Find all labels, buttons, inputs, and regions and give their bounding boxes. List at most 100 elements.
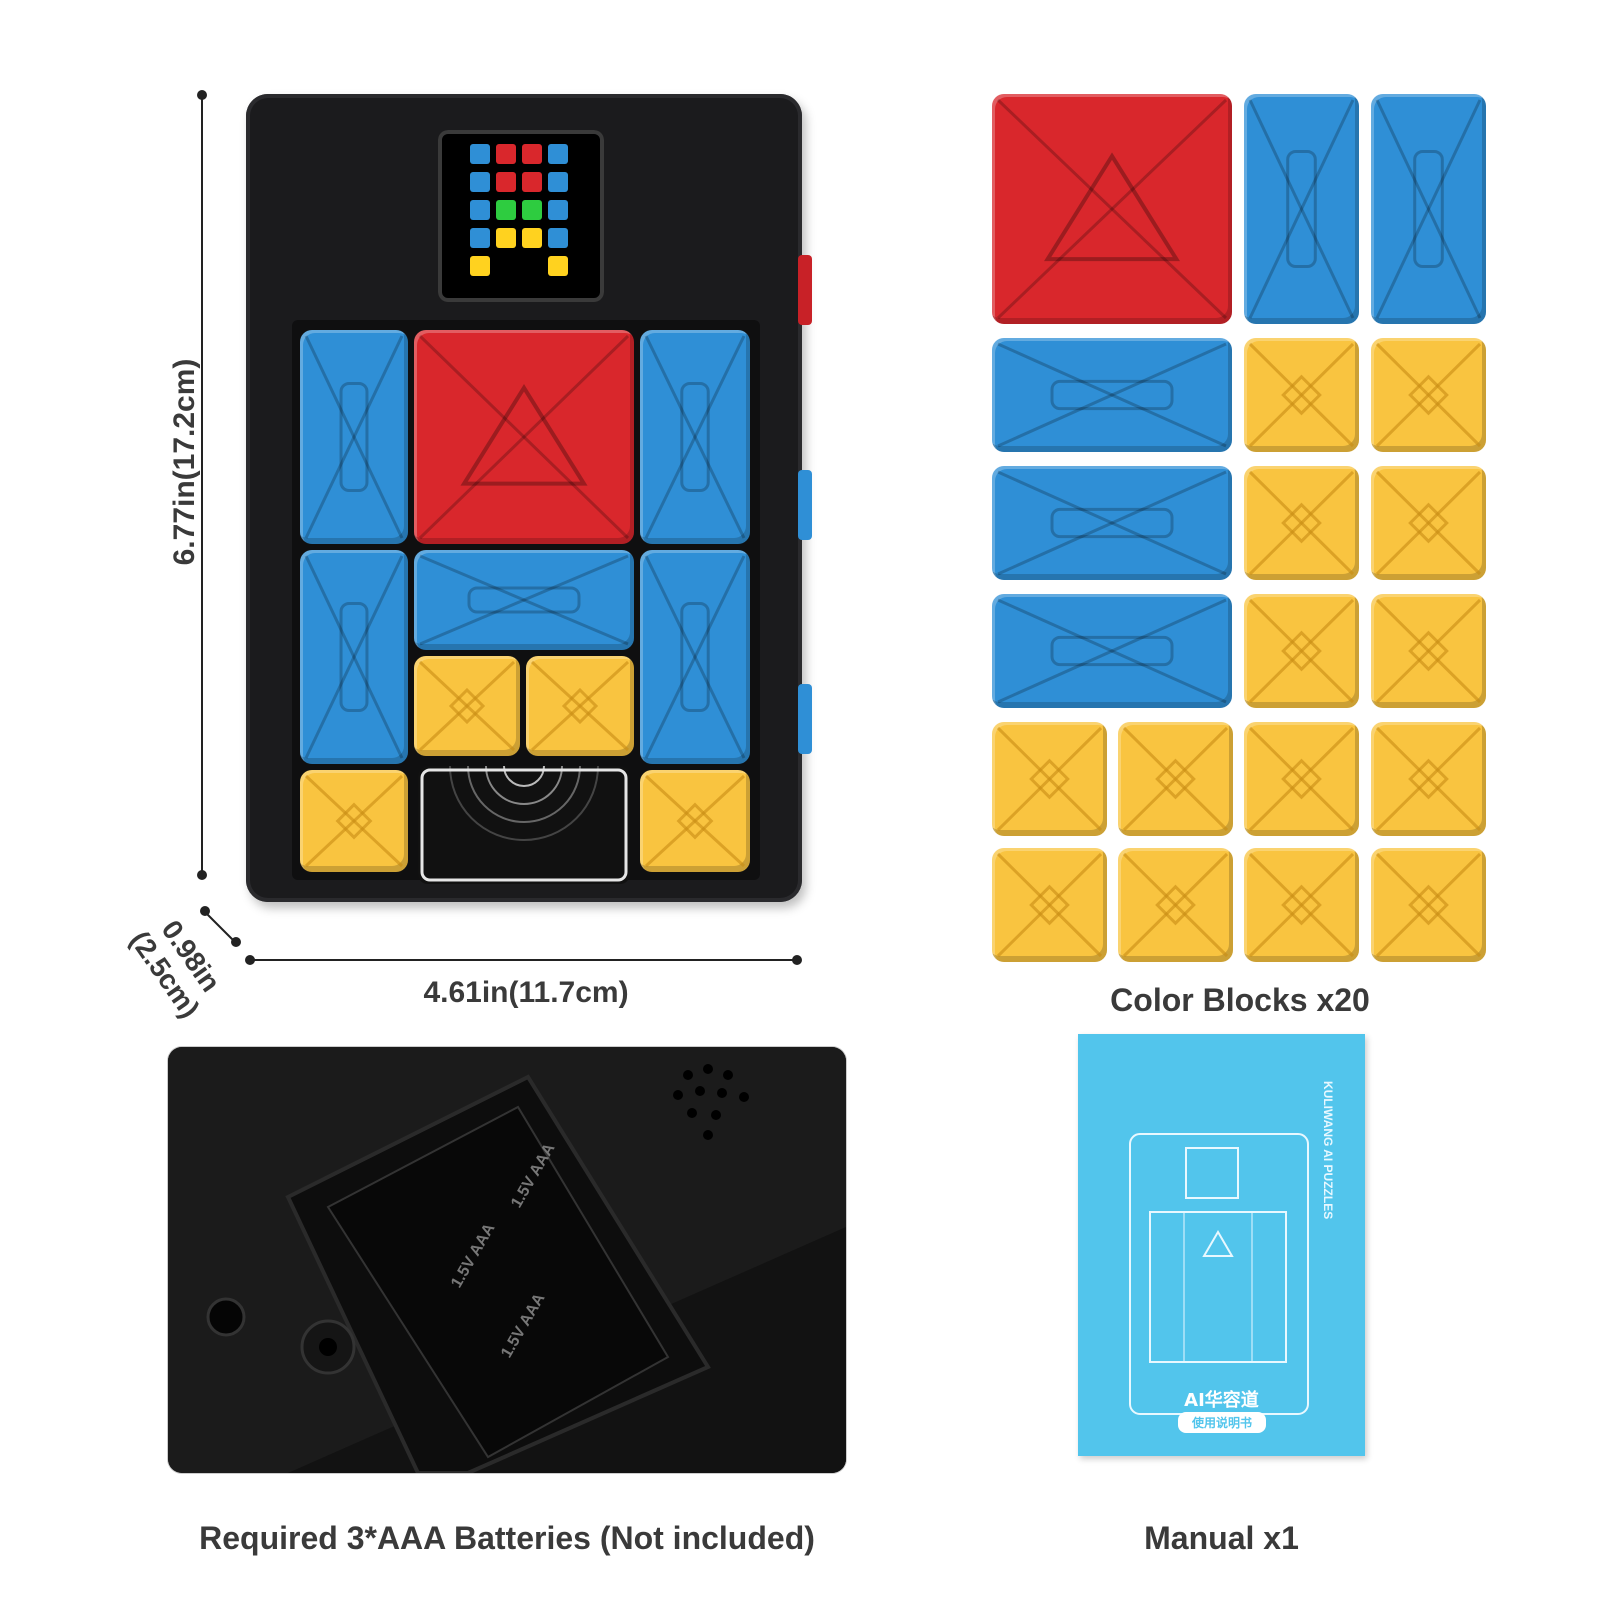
led-pixel: [522, 144, 542, 164]
block-engraving: [1375, 99, 1482, 319]
loose-yellow-block: [1371, 338, 1486, 452]
loose-yellow-block: [992, 722, 1107, 836]
block-engraving: [1248, 99, 1355, 319]
depth-label: 0.98in (2.5cm): [95, 886, 247, 1055]
batteries-caption: Required 3*AAA Batteries (Not included): [199, 1520, 815, 1556]
block-engraving: [304, 774, 404, 868]
device-yellow-block-4: [640, 770, 750, 872]
led-pixel: [522, 228, 542, 248]
led-pixel: [548, 172, 568, 192]
loose-yellow-block: [1244, 722, 1359, 836]
battery-compartment-photo: 1.5V AAA 1.5V AAA 1.5V AAA: [168, 1047, 846, 1473]
side-button-blue-lower: [798, 684, 812, 754]
loose-yellow-block: [1371, 466, 1486, 580]
loose-yellow-block: [992, 848, 1107, 962]
block-engraving: [644, 335, 746, 539]
block-engraving: [304, 335, 404, 539]
height-dimension-end-bottom: [197, 870, 207, 880]
device-blue-block-vertical-2: [640, 330, 750, 544]
led-pixel: [496, 228, 516, 248]
led-pixel: [496, 172, 516, 192]
device-yellow-block-3: [300, 770, 408, 872]
device-blue-block-horizontal: [414, 550, 634, 650]
loose-yellow-block: [1244, 594, 1359, 708]
depth-dimension-end-bottom: [231, 937, 241, 947]
block-engraving: [1375, 598, 1482, 704]
led-pixel: [470, 172, 490, 192]
manual-booklet: KULIWANG AI PUZZLES AI华容道 使用说明书: [1078, 1034, 1365, 1456]
block-engraving: [997, 342, 1227, 448]
manual-spine-text: KULIWANG AI PUZZLES: [1321, 1081, 1335, 1220]
led-pixel: [548, 228, 568, 248]
loose-yellow-block: [1244, 338, 1359, 452]
loose-blue-block-horizontal-3: [992, 594, 1232, 708]
loose-blue-block-vertical-2: [1371, 94, 1486, 324]
loose-blue-block-horizontal-1: [992, 338, 1232, 452]
exit-target-area: [418, 766, 630, 884]
led-pixel: [496, 144, 516, 164]
device-yellow-block-1: [414, 656, 520, 756]
loose-yellow-block: [1371, 848, 1486, 962]
block-engraving: [997, 470, 1227, 576]
block-engraving: [1375, 342, 1482, 448]
block-engraving: [1248, 470, 1355, 576]
block-engraving: [1248, 726, 1355, 832]
block-engraving: [996, 726, 1103, 832]
block-engraving: [997, 598, 1227, 704]
block-engraving: [1375, 726, 1482, 832]
manual-title: AI华容道: [1184, 1390, 1259, 1411]
loose-yellow-block: [1244, 466, 1359, 580]
device-blue-block-vertical-1: [300, 330, 408, 544]
width-label: 4.61in(11.7cm): [423, 976, 629, 1009]
block-engraving: [1248, 598, 1355, 704]
block-engraving: [418, 660, 516, 752]
block-engraving: [530, 660, 630, 752]
manual-caption: Manual x1: [1144, 1520, 1299, 1556]
loose-yellow-block: [1244, 848, 1359, 962]
loose-yellow-block: [1371, 594, 1486, 708]
device-blue-block-vertical-3: [300, 550, 408, 764]
width-dimension-line: [250, 959, 797, 961]
led-pixel: [548, 256, 568, 276]
block-engraving: [304, 555, 404, 759]
led-pixel: [470, 228, 490, 248]
block-engraving: [1375, 852, 1482, 958]
block-engraving: [644, 555, 746, 759]
side-button-red: [798, 255, 812, 325]
led-pixel: [548, 144, 568, 164]
depth-dimension-end-top: [200, 906, 210, 916]
led-pixel: [470, 200, 490, 220]
blocks-caption: Color Blocks x20: [1110, 982, 1370, 1018]
block-engraving: [1248, 342, 1355, 448]
block-engraving: [1248, 852, 1355, 958]
device-yellow-block-2: [526, 656, 634, 756]
block-engraving: [419, 554, 629, 646]
side-button-blue-upper: [798, 470, 812, 540]
led-pixel: [522, 200, 542, 220]
device-blue-block-vertical-4: [640, 550, 750, 764]
loose-red-block: [992, 94, 1232, 324]
height-dimension-end-top: [197, 90, 207, 100]
led-pixel: [470, 144, 490, 164]
led-pixel: [522, 172, 542, 192]
loose-yellow-block: [1118, 848, 1233, 962]
height-label: 6.77in(17.2cm): [168, 358, 201, 566]
block-engraving: [996, 98, 1228, 320]
block-engraving: [1122, 726, 1229, 832]
height-dimension-line: [201, 95, 203, 875]
width-dimension-end-right: [792, 955, 802, 965]
loose-yellow-block: [1118, 722, 1233, 836]
loose-blue-block-horizontal-2: [992, 466, 1232, 580]
width-dimension-end-left: [245, 955, 255, 965]
led-pixel: [496, 200, 516, 220]
block-engraving: [996, 852, 1103, 958]
loose-blue-block-vertical-1: [1244, 94, 1359, 324]
led-pixel: [470, 256, 490, 276]
block-engraving: [1122, 852, 1229, 958]
block-engraving: [1375, 470, 1482, 576]
block-engraving: [644, 774, 746, 868]
manual-subtitle: 使用说明书: [1178, 1412, 1266, 1433]
led-pixel: [548, 200, 568, 220]
led-display: [438, 130, 604, 302]
device-red-block-large: [414, 330, 634, 544]
